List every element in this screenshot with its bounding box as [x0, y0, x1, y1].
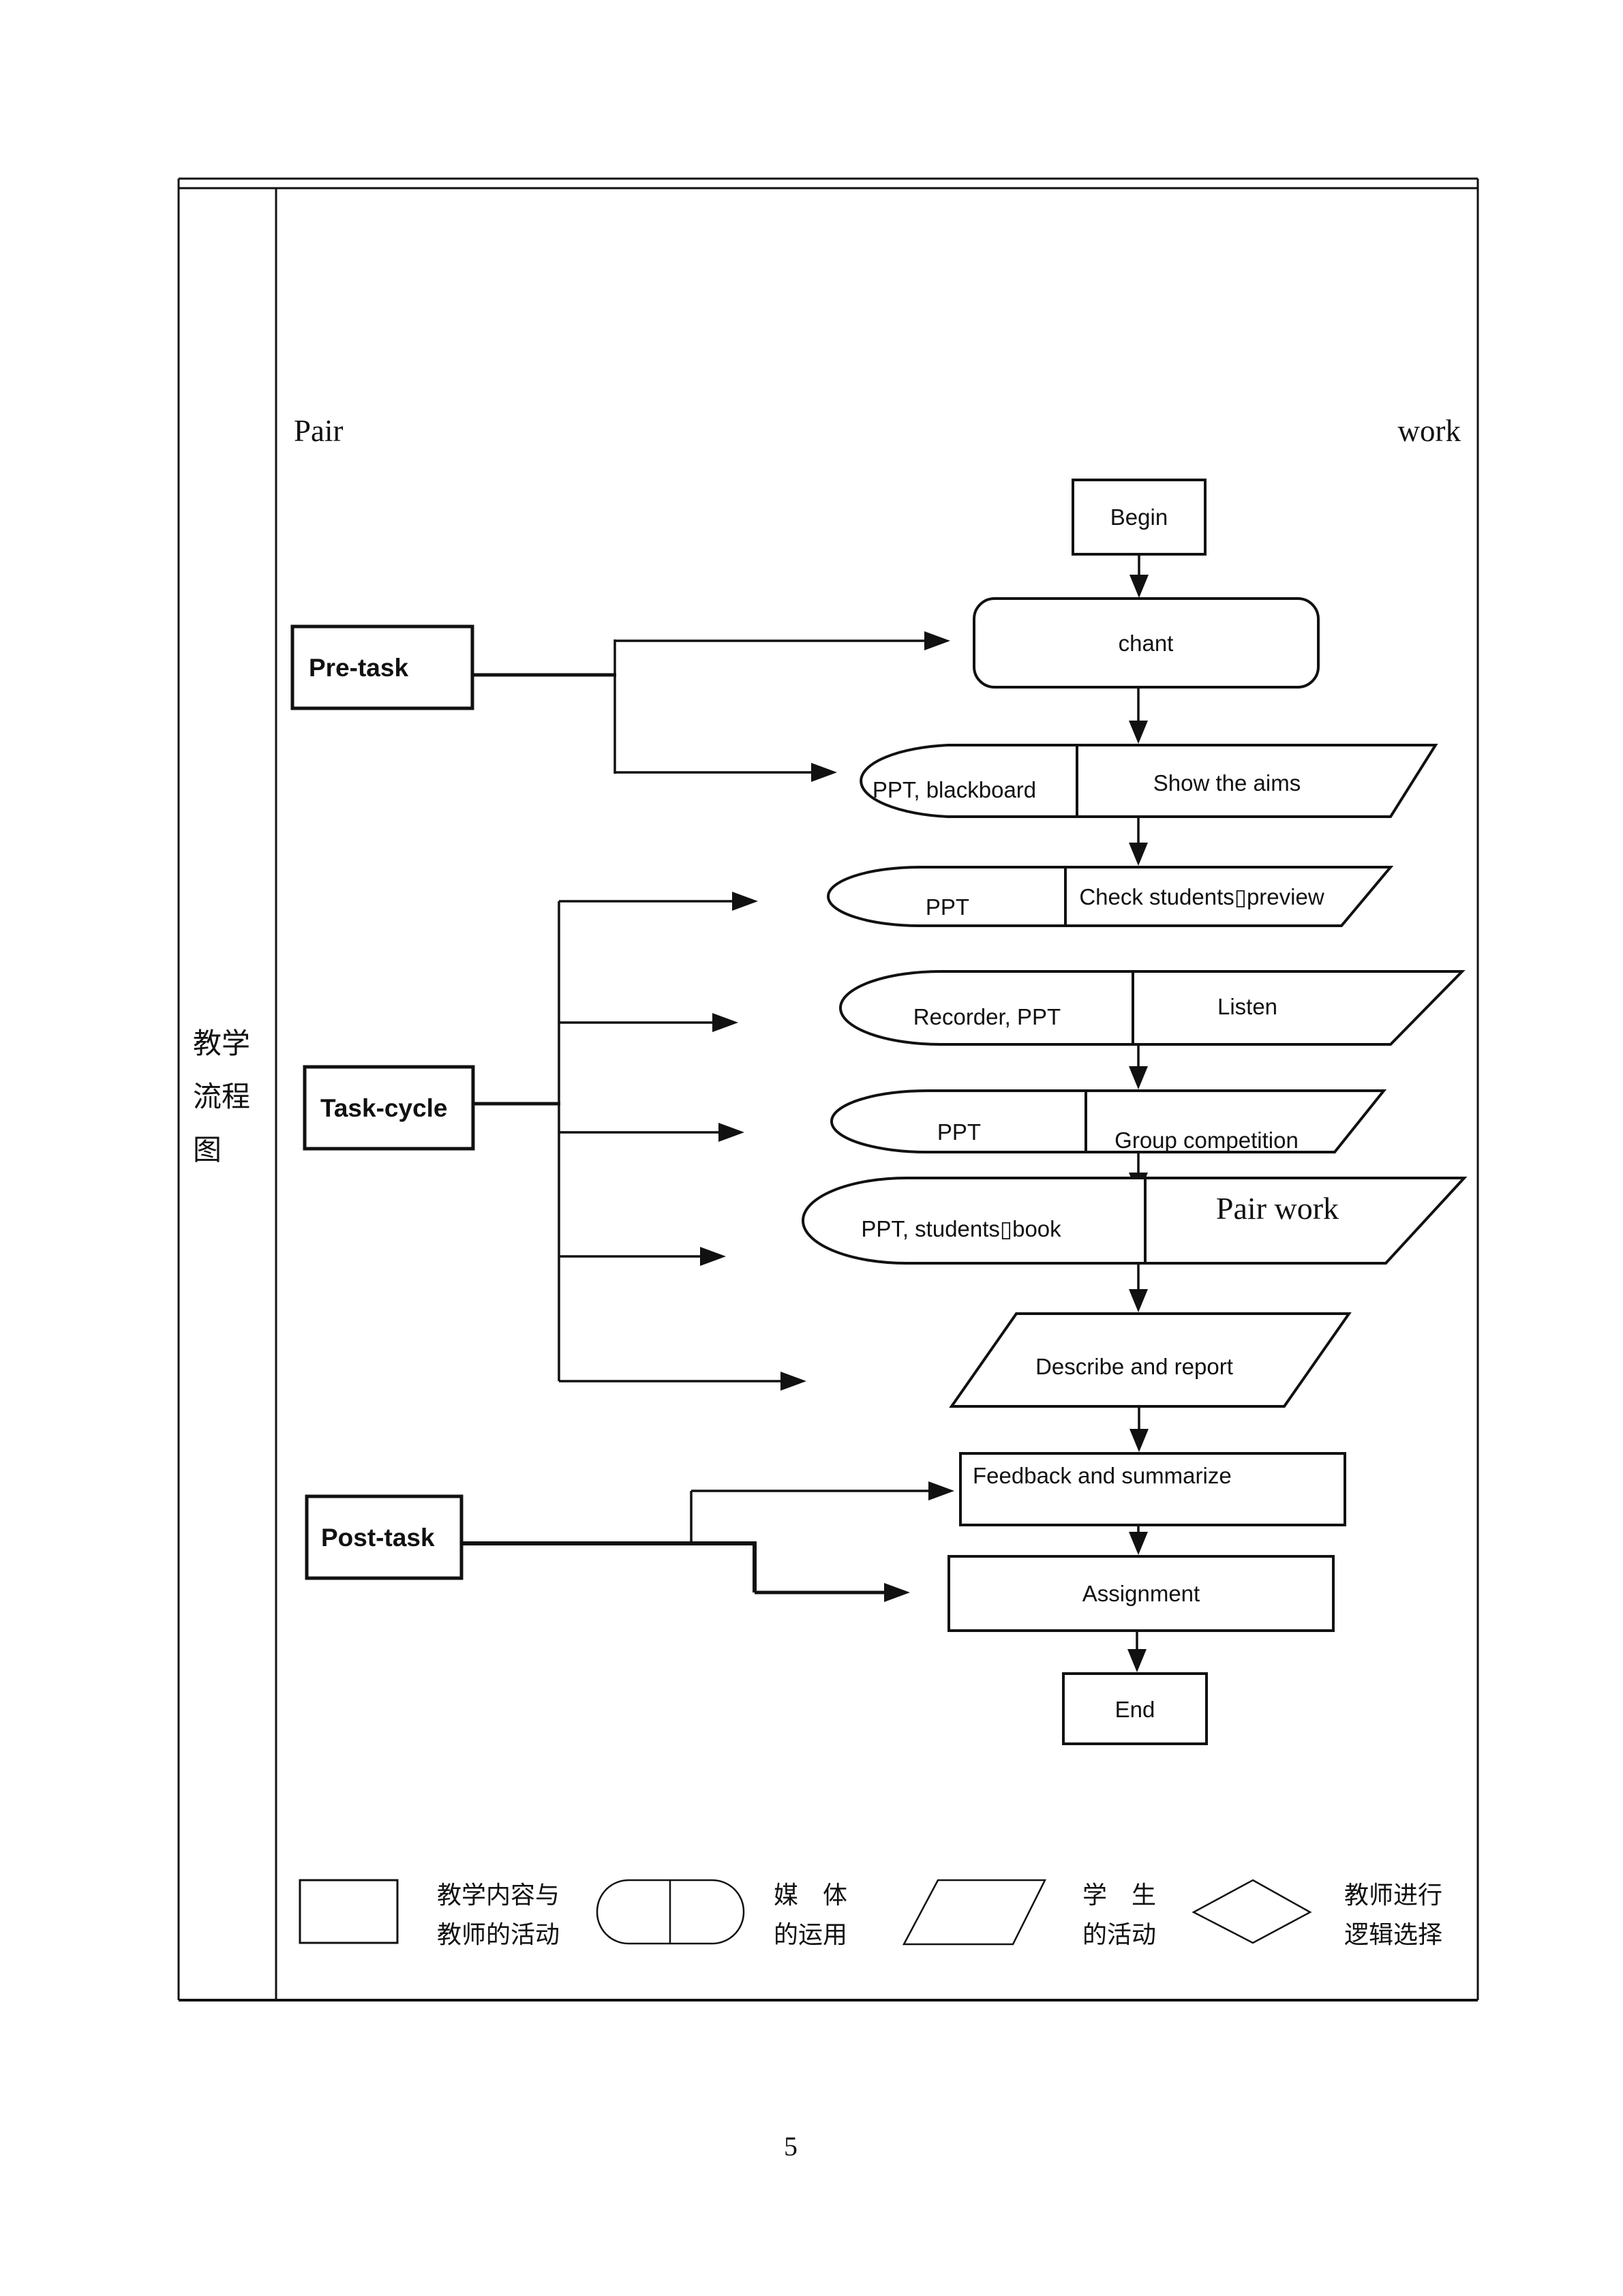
task-cycle-connectors	[473, 892, 806, 1391]
describe-node	[949, 1312, 1352, 1408]
legend-diamond-symbol	[1192, 1879, 1312, 1944]
media-shape-row2	[827, 866, 1067, 927]
media-label-row3: Recorder, PPT	[913, 1004, 1061, 1029]
activity-label-row2: Check students▯preview	[1079, 884, 1324, 909]
arrow-row3-to-row4	[1129, 1044, 1148, 1089]
activity-label-row1: Show the aims	[1153, 770, 1301, 796]
arrow-row5-to-describe	[1129, 1263, 1148, 1312]
activity-label-row5: Pair work	[1216, 1191, 1339, 1226]
feedback-node	[959, 1452, 1346, 1526]
chant-label: chant	[1119, 631, 1174, 656]
assignment-node	[947, 1555, 1335, 1632]
sidebar-title-line2: 流程	[193, 1082, 250, 1113]
legend-teacher-line2: 逻辑选择	[1344, 1921, 1442, 1948]
activity-label-row4: Group competition	[1114, 1128, 1299, 1153]
arrow-assignment-to-end	[1127, 1631, 1147, 1672]
sidebar-title: 教学 流程 图	[193, 1028, 250, 1166]
stage-task-cycle-box	[303, 1065, 475, 1151]
arrow-begin-to-chant	[1129, 554, 1149, 598]
media-label-row5: PPT, students▯book	[861, 1216, 1061, 1241]
arrow-describe-to-feedback	[1129, 1406, 1149, 1452]
describe-label: Describe and report	[1035, 1354, 1233, 1379]
media-shape-row1	[860, 744, 1078, 818]
stage-post-task-label: Post-task	[321, 1524, 435, 1552]
sidebar-title-line1: 教学	[193, 1028, 250, 1060]
stage-task-cycle-label: Task-cycle	[320, 1094, 448, 1122]
table-frame	[177, 177, 1479, 2002]
page-number: 5	[784, 2131, 798, 2162]
legend-media-line1: 媒 体	[774, 1882, 847, 1909]
assignment-label: Assignment	[1082, 1581, 1200, 1606]
pre-task-connectors	[472, 631, 950, 782]
activity-shape-row3	[1132, 970, 1466, 1046]
end-label: End	[1115, 1697, 1155, 1722]
begin-label: Begin	[1110, 504, 1168, 530]
header-word-right: work	[1398, 414, 1461, 448]
stage-pre-task-box	[290, 624, 474, 710]
arrow-row1-to-row2	[1129, 817, 1148, 866]
sidebar-title-line3: 图	[193, 1135, 222, 1166]
activity-shape-row1	[1076, 744, 1438, 818]
legend: 教学内容与 教师的活动 媒 体 的运用 学 生 的活动 教师进行 逻辑选择	[299, 1879, 1442, 1948]
media-shape-row4	[830, 1089, 1087, 1153]
activity-shape-row5	[1144, 1177, 1468, 1265]
media-shape-row3	[839, 970, 1134, 1046]
media-label-row4: PPT	[937, 1119, 981, 1145]
activity-label-row3: Listen	[1217, 994, 1277, 1019]
media-label-row2: PPT	[926, 894, 969, 920]
activity-shape-row2	[1064, 866, 1394, 927]
arrow-feedback-to-assignment	[1129, 1525, 1148, 1555]
legend-student-line1: 学 生	[1082, 1882, 1156, 1909]
legend-rectangle-line1: 教学内容与	[437, 1882, 560, 1909]
legend-rectangle-line2: 教师的活动	[437, 1921, 560, 1948]
legend-teacher-line1: 教师进行	[1344, 1882, 1442, 1909]
header-word-left: Pair	[294, 414, 344, 448]
legend-media-line2: 的运用	[774, 1921, 847, 1948]
stage-post-task-box	[305, 1494, 464, 1580]
feedback-label: Feedback and summarize	[973, 1463, 1232, 1488]
activity-shape-row4	[1084, 1089, 1387, 1153]
legend-rectangle-symbol	[299, 1879, 399, 1944]
media-shape-row5	[802, 1177, 1147, 1265]
stage-pre-task-label: Pre-task	[309, 654, 408, 682]
legend-student-line2: 的活动	[1082, 1921, 1156, 1948]
end-node	[1062, 1672, 1208, 1745]
chant-node	[973, 597, 1320, 689]
arrow-chant-to-row1	[1129, 687, 1148, 744]
post-task-connectors	[461, 1481, 954, 1602]
media-label-row1: PPT, blackboard	[873, 777, 1036, 802]
legend-parallelogram-symbol	[902, 1879, 1047, 1946]
